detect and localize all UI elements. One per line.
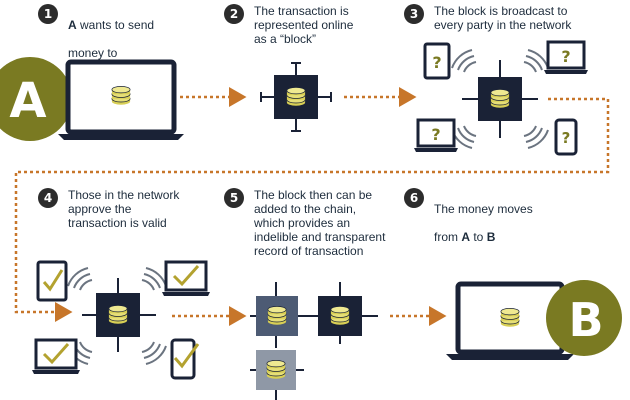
sender-laptop — [58, 59, 184, 140]
block-chain — [250, 282, 378, 400]
step-1-text: A wants to send money to — [68, 18, 155, 60]
broadcast-block — [451, 49, 549, 149]
step-4-text: Those in the network approve the transac… — [68, 188, 180, 230]
step-2: 2 The transaction is represented online … — [224, 4, 353, 46]
step-1: 1 A wants to send money to — [38, 4, 154, 60]
checkmark-icon — [42, 269, 64, 292]
step-4: 4 Those in the network approve the trans… — [38, 188, 179, 230]
svg-text:A: A — [9, 73, 46, 129]
checkmark-icon — [172, 265, 200, 287]
transaction-block — [260, 62, 332, 132]
step-6: 6 The money moves from A to B — [404, 188, 533, 244]
step-number: 5 — [224, 188, 244, 208]
svg-text:?: ? — [431, 125, 440, 144]
unknown-laptop-bottom-left: ? — [414, 118, 458, 152]
approved-laptop-bottom — [32, 338, 80, 374]
unknown-phone-bottom-right: ? — [554, 118, 578, 156]
step-number: 3 — [404, 4, 424, 24]
unknown-tablet-top-left: ? — [423, 42, 451, 80]
svg-text:?: ? — [561, 47, 570, 66]
unknown-laptop-top-right: ? — [544, 40, 588, 74]
step-number: 4 — [38, 188, 58, 208]
party-b-badge: B — [546, 280, 622, 356]
svg-text:B: B — [568, 293, 603, 347]
money-icon — [500, 308, 520, 328]
money-icon — [111, 86, 131, 106]
svg-text:?: ? — [562, 129, 571, 147]
step-5-text: The block then can be added to the chain… — [254, 188, 386, 258]
approved-phone — [170, 338, 200, 380]
step-3-text: The block is broadcast to every party in… — [434, 4, 572, 32]
approved-laptop-top — [162, 260, 210, 296]
step-5: 5 The block then can be added to the cha… — [224, 188, 385, 258]
flow-connector — [14, 97, 610, 322]
approved-tablet — [36, 260, 68, 302]
approval-block — [67, 267, 167, 365]
step-number: 6 — [404, 188, 424, 208]
step-number: 1 — [38, 4, 58, 24]
step-3: 3 The block is broadcast to every party … — [404, 4, 571, 32]
checkmark-icon — [173, 343, 200, 369]
step-number: 2 — [224, 4, 244, 24]
checkmark-icon — [42, 343, 70, 365]
party-a-badge: A — [0, 57, 72, 141]
svg-text:?: ? — [432, 53, 441, 72]
step-6-text: The money moves from A to B — [434, 202, 533, 244]
step-2-text: The transaction is represented online as… — [254, 4, 354, 46]
